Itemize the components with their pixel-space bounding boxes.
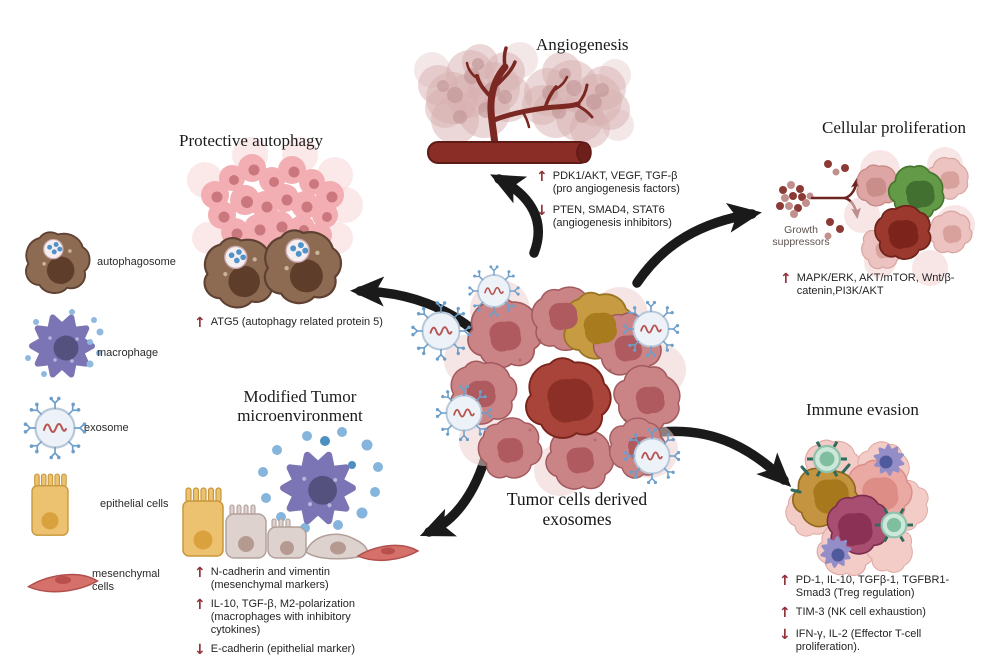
angiogenesis-illustration: [414, 42, 634, 164]
arrow-to-immune-evasion: [656, 426, 792, 487]
down-arrow-icon: ↓: [536, 203, 548, 219]
microenvironment-title: Modified Tumor microenvironment: [237, 387, 363, 425]
microenvironment-illustration: [182, 427, 419, 562]
note-text: E-cadherin (epithelial marker): [210, 643, 356, 655]
immune-evasion-illustration: [776, 432, 937, 585]
growth-suppressor-dots: [776, 160, 849, 240]
up-arrow-icon: ↑: [779, 605, 791, 621]
note-text: IFN-γ, IL-2 (Effector T-cell proliferati…: [795, 628, 922, 654]
legend-label-macrophage: macrophage: [97, 347, 159, 359]
up-arrow-icon: ↑: [536, 169, 548, 185]
legend-icons: [24, 232, 104, 593]
immune-evasion-title: Immune evasion: [806, 400, 919, 419]
microenvironment-note-1: ↑ N-cadherin and vimentin (mesenchymal m…: [194, 566, 384, 592]
arrow-to-angiogenesis: [490, 174, 543, 258]
immune-note-1: ↑ PD-1, IL-10, TGFβ-1, TGFBR1-Smad3 (Tre…: [779, 574, 974, 600]
cellular-proliferation-illustration: [776, 147, 981, 286]
immune-note-3: ↓ IFN-γ, IL-2 (Effector T-cell prolifera…: [779, 628, 964, 654]
cytokine-dots: [258, 427, 383, 533]
center-label: Tumor cells derived exosomes: [506, 489, 648, 530]
tumor-cluster: [411, 265, 695, 499]
epithelial-cells-icon: [31, 473, 69, 536]
up-arrow-icon: ↑: [194, 597, 206, 613]
note-text: MAPK/ERK, AKT/mTOR, Wnt/β-catenin,PI3K/A…: [796, 272, 955, 298]
note-text: N-cadherin and vimentin (mesenchymal mar…: [210, 566, 330, 592]
epithelial-cell: [182, 487, 224, 557]
up-arrow-icon: ↑: [779, 573, 791, 589]
note-text: PTEN, SMAD4, STAT6 (angiogenesis inhibit…: [552, 204, 672, 230]
arrow-to-protective-autophagy: [350, 276, 482, 338]
note-text: PD-1, IL-10, TGFβ-1, TGFBR1-Smad3 (Treg …: [795, 574, 950, 600]
note-text: ATG5 (autophagy related protein 5): [210, 316, 383, 328]
note-text: TIM-3 (NK cell exhaustion): [795, 606, 926, 618]
angiogenesis-note-down: ↓ PTEN, SMAD4, STAT6 (angiogenesis inhib…: [536, 204, 698, 230]
macrophage-icon: [32, 318, 92, 375]
legend-label-epithelial: epithelial cells: [100, 498, 169, 510]
transitioning-cells: [225, 504, 368, 560]
down-arrow-icon: ↓: [194, 642, 206, 658]
legend-label-mesenchymal: mesenchymal cells: [92, 568, 160, 594]
legend-label-autophagosome: autophagosome: [97, 256, 176, 268]
arrows: [350, 174, 792, 537]
immune-note-2: ↑ TIM-3 (NK cell exhaustion): [779, 606, 974, 620]
proliferation-note-up: ↑ MAPK/ERK, AKT/mTOR, Wnt/β-catenin,PI3K…: [780, 272, 985, 298]
down-arrow-icon: ↓: [779, 627, 791, 643]
growth-suppressors-caption: Growth suppressors: [772, 224, 830, 249]
microenvironment-note-2: ↑ IL-10, TGF-β, M2-polarization (macroph…: [194, 598, 389, 638]
macrophage-cell: [284, 455, 353, 521]
angiogenesis-title: Angiogenesis: [536, 35, 629, 54]
autophagosome-icon: [26, 232, 90, 293]
autophagy-note-up: ↑ ATG5 (autophagy related protein 5): [194, 316, 414, 330]
up-arrow-icon: ↑: [780, 271, 792, 287]
note-text: PDK1/AKT, VEGF, TGF-β (pro angiogenesis …: [552, 170, 680, 196]
microenvironment-note-3: ↓ E-cadherin (epithelial marker): [194, 643, 409, 657]
autophagosome-cell: [265, 230, 341, 303]
arrow-to-cellular-proliferation: [632, 202, 762, 288]
cellular-proliferation-title: Cellular proliferation: [822, 118, 966, 137]
protective-autophagy-title: Protective autophagy: [179, 131, 323, 150]
legend-label-exosome: exosome: [84, 422, 129, 434]
angiogenesis-note-up: ↑ PDK1/AKT, VEGF, TGF-β (pro angiogenesi…: [536, 170, 698, 196]
note-text: IL-10, TGF-β, M2-polarization (macrophag…: [210, 598, 356, 637]
up-arrow-icon: ↑: [194, 565, 206, 581]
exosome-icon: [24, 397, 87, 460]
blood-vessel: [465, 46, 594, 149]
protective-autophagy-illustration: [187, 137, 363, 307]
up-arrow-icon: ↑: [194, 315, 206, 331]
